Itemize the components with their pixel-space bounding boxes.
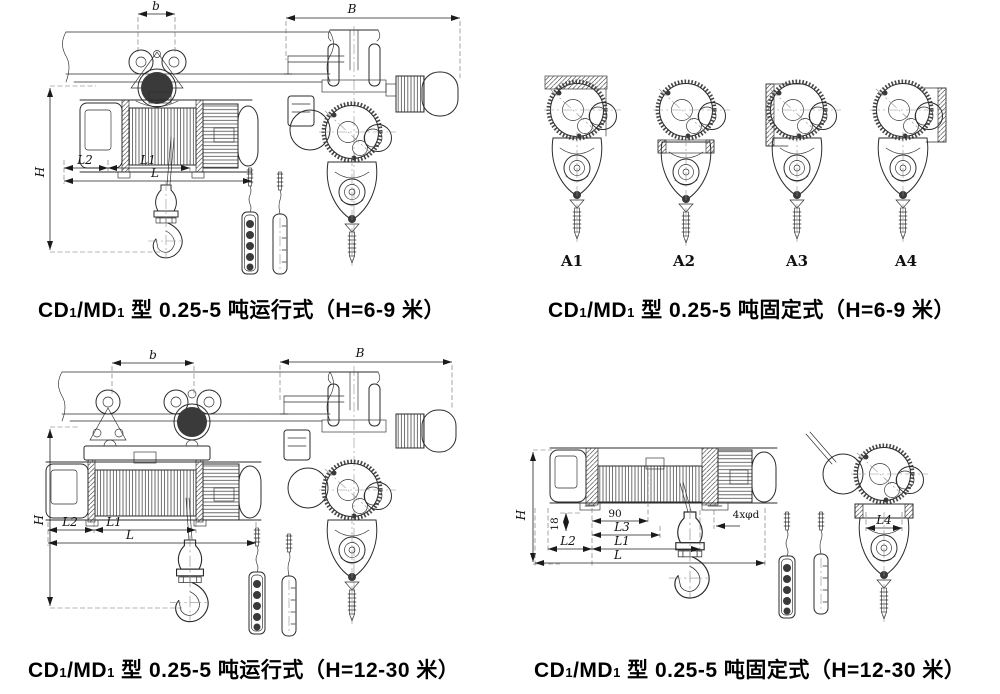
variant-a1: A1 <box>542 75 623 270</box>
caption-part: 型 0.25-5 吨运行式（H=12-30 米） <box>114 659 460 682</box>
dim-label-bolt-holes: 4xφd <box>733 509 760 521</box>
hoist-side-view <box>805 431 930 623</box>
dim-label-L1: L1 <box>139 153 156 167</box>
hoist-front-view <box>45 371 334 637</box>
hook <box>169 534 209 623</box>
dim-label-L4: L4 <box>875 513 892 527</box>
trolley <box>128 49 187 108</box>
pendant-control-back <box>813 511 829 615</box>
caption-part: /MD <box>67 659 108 682</box>
dim-label-H: H <box>32 514 46 526</box>
caption-part: CD <box>38 299 70 322</box>
caption-subscript: 1 <box>613 665 621 680</box>
pendant-control <box>248 527 266 635</box>
dim-label-90: 90 <box>608 508 621 520</box>
drawing-running-type-h6-9: b B H L2 L1 L <box>33 0 461 275</box>
dim-label-L: L <box>613 548 622 562</box>
hook-block-side <box>326 513 378 625</box>
dim-label-B: B <box>347 2 357 16</box>
travel-motor <box>395 413 425 449</box>
pendant-control <box>241 167 259 275</box>
hook-block-side <box>858 511 910 623</box>
dim-label-b: b <box>152 0 160 13</box>
caption-part: 型 0.25-5 吨固定式（H=12-30 米） <box>620 659 966 682</box>
dim-label-L3: L3 <box>613 520 630 534</box>
caption-part: /MD <box>587 299 628 322</box>
rope-drum <box>128 107 197 166</box>
dim-label-L1: L1 <box>105 515 122 529</box>
trolley <box>83 389 222 461</box>
drawing-running-type-h12-30: b B H L2 L1 L <box>32 346 457 637</box>
hoist-body <box>45 451 262 527</box>
dim-label-L: L <box>150 166 159 180</box>
hook <box>147 180 183 259</box>
pendant-control <box>778 511 796 619</box>
caption-running-h6-9: CD1/MD1 型 0.25-5 吨运行式（H=6-9 米） <box>38 294 445 324</box>
hoist-motor <box>717 449 753 504</box>
dim-label-L2: L2 <box>559 534 576 548</box>
hoist-side-view <box>283 26 459 267</box>
hoist-body <box>79 91 259 179</box>
caption-part: 型 0.25-5 吨固定式（H=6-9 米） <box>634 299 955 322</box>
dimensions: H 18 90 L3 L2 L1 L 4xφd <box>514 449 903 566</box>
caption-subscript: 1 <box>59 665 68 680</box>
hoist-body <box>549 447 778 511</box>
dim-label-b: b <box>149 348 157 362</box>
hoist-front-view <box>62 31 334 275</box>
dim-label-L2: L2 <box>61 515 78 529</box>
hoist-front-view <box>549 447 829 619</box>
i-beam <box>62 31 334 83</box>
drawing-fixed-type-h12-30: H 18 90 L3 L2 L1 L 4xφd <box>514 431 930 623</box>
caption-fixed-h12-30: CD1/MD1 型 0.25-5 吨固定式（H=12-30 米） <box>534 654 965 684</box>
dim-label-L2: L2 <box>76 153 93 167</box>
pendant-control-back <box>281 533 297 637</box>
caption-subscript: 1 <box>107 665 115 680</box>
dim-label-H: H <box>514 509 528 521</box>
caption-part: CD <box>534 659 566 682</box>
control-box <box>283 429 311 461</box>
rope-guide-case <box>317 101 398 163</box>
drawing-fixed-type-h6-9: A1 A2 A3 A4 <box>542 75 949 270</box>
caption-part: 型 0.25-5 吨运行式（H=6-9 米） <box>124 299 445 322</box>
caption-subscript: 1 <box>69 305 78 320</box>
caption-running-h12-30: CD1/MD1 型 0.25-5 吨运行式（H=12-30 米） <box>28 654 459 684</box>
rope-drum <box>94 469 197 517</box>
rope-guide-case <box>317 459 398 521</box>
rope-drum <box>597 465 703 503</box>
pendant-control-back <box>272 171 288 275</box>
caption-part: CD <box>28 659 60 682</box>
dim-label-L: L <box>125 528 134 542</box>
dim-label-H: H <box>33 166 47 178</box>
variant-label-a2: A2 <box>672 252 695 270</box>
dim-label-L1: L1 <box>613 534 630 548</box>
caption-subscript: 1 <box>579 305 588 320</box>
variant-a4: A4 <box>868 79 949 270</box>
variant-label-a1: A1 <box>560 252 583 270</box>
dim-label-B: B <box>355 346 365 360</box>
dim-label-18: 18 <box>549 517 561 530</box>
hook-block-side <box>326 155 378 267</box>
caption-subscript: 1 <box>117 305 125 320</box>
caption-part: /MD <box>77 299 118 322</box>
dimensions: b B H L2 L1 L <box>32 346 453 609</box>
travel-motor <box>395 75 425 113</box>
hoist-motor <box>202 103 239 169</box>
variant-label-a3: A3 <box>785 252 808 270</box>
control-box <box>287 95 315 127</box>
caption-subscript: 1 <box>565 665 574 680</box>
variant-label-a4: A4 <box>894 252 917 270</box>
hoist-motor <box>202 463 240 521</box>
variant-a3: A3 <box>762 79 843 270</box>
caption-part: /MD <box>573 659 614 682</box>
variant-a2: A2 <box>651 79 732 270</box>
dimensions: b B H L2 L1 L <box>33 0 461 253</box>
hoist-side-view <box>279 366 457 625</box>
caption-part: CD <box>548 299 580 322</box>
caption-subscript: 1 <box>627 305 635 320</box>
caption-fixed-h6-9: CD1/MD1 型 0.25-5 吨固定式（H=6-9 米） <box>548 294 955 324</box>
hook <box>668 506 710 599</box>
